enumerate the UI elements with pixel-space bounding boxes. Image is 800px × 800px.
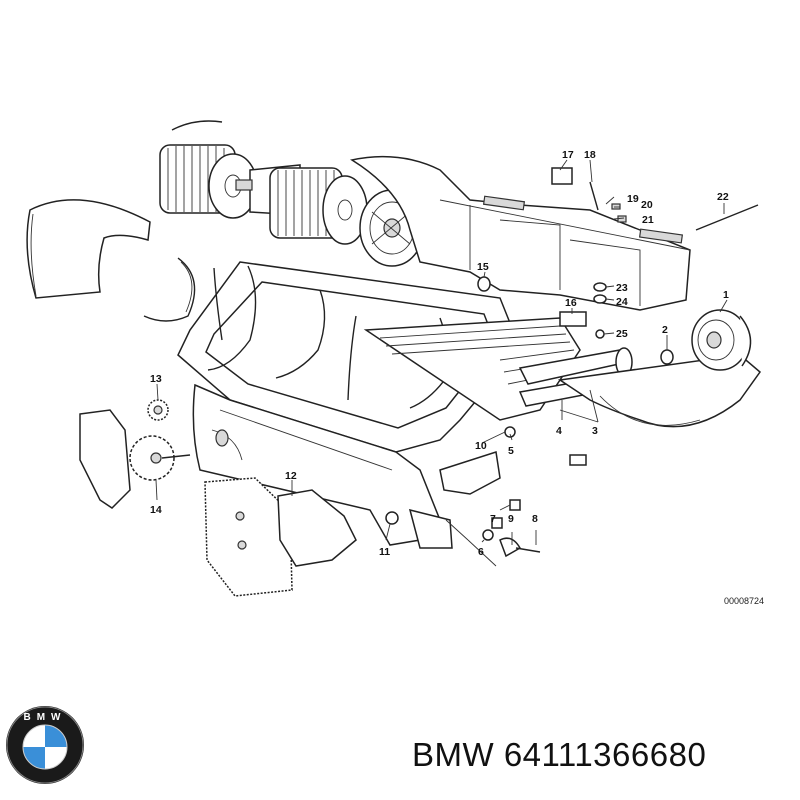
callout-12: 12 — [285, 470, 297, 482]
callout-3: 3 — [592, 425, 598, 437]
callout-24: 24 — [616, 296, 628, 308]
callout-8: 8 — [532, 513, 538, 525]
callout-4: 4 — [556, 425, 562, 437]
bottom-tray-part — [557, 354, 762, 428]
callout-22: 22 — [717, 191, 729, 203]
callout-13: 13 — [150, 373, 162, 385]
heater-case-lower — [192, 383, 441, 546]
blower-cover-part — [26, 199, 151, 299]
callout-6: 6 — [478, 546, 484, 558]
foam-seal-part — [204, 477, 293, 597]
leader-lines — [155, 159, 728, 567]
blower-housing-upper — [350, 155, 691, 311]
heater-case-frame — [177, 261, 521, 453]
callout-15: 15 — [477, 261, 489, 273]
small-hardware — [385, 167, 759, 558]
callout-19: 19 — [627, 193, 639, 205]
callout-5: 5 — [508, 445, 514, 457]
callout-2: 2 — [662, 324, 668, 336]
diagram-reference-code: 00008724 — [724, 596, 764, 606]
callout-11: 11 — [379, 546, 390, 558]
callout-labels: 1 2 3 4 5 6 7 8 9 10 11 12 13 14 15 16 1… — [150, 149, 764, 606]
callout-10: 10 — [475, 440, 487, 452]
callout-21: 21 — [642, 214, 654, 226]
motor-end-cap-part — [691, 309, 752, 371]
logo-letters: BMW — [24, 712, 67, 723]
callout-7: 7 — [490, 513, 496, 525]
callout-18: 18 — [584, 149, 596, 161]
grommet-part — [660, 349, 674, 365]
callout-16: 16 — [565, 297, 577, 309]
part-number-caption: BMW 64111366680 — [412, 736, 707, 773]
callout-17: 17 — [562, 149, 574, 161]
air-flap-part — [79, 409, 131, 509]
callout-20: 20 — [641, 199, 653, 211]
air-duct-part — [408, 451, 501, 549]
callout-23: 23 — [616, 282, 628, 294]
callout-14: 14 — [150, 504, 162, 516]
callout-1: 1 — [723, 289, 729, 301]
cover-plate-part — [277, 489, 357, 567]
callout-25: 25 — [616, 328, 628, 340]
retaining-clip-part — [143, 257, 196, 322]
callout-9: 9 — [508, 513, 514, 525]
blower-fan-assembly — [159, 120, 425, 267]
bmw-roundel-icon: BMW — [6, 706, 84, 784]
gear-wheel-part — [129, 399, 191, 481]
